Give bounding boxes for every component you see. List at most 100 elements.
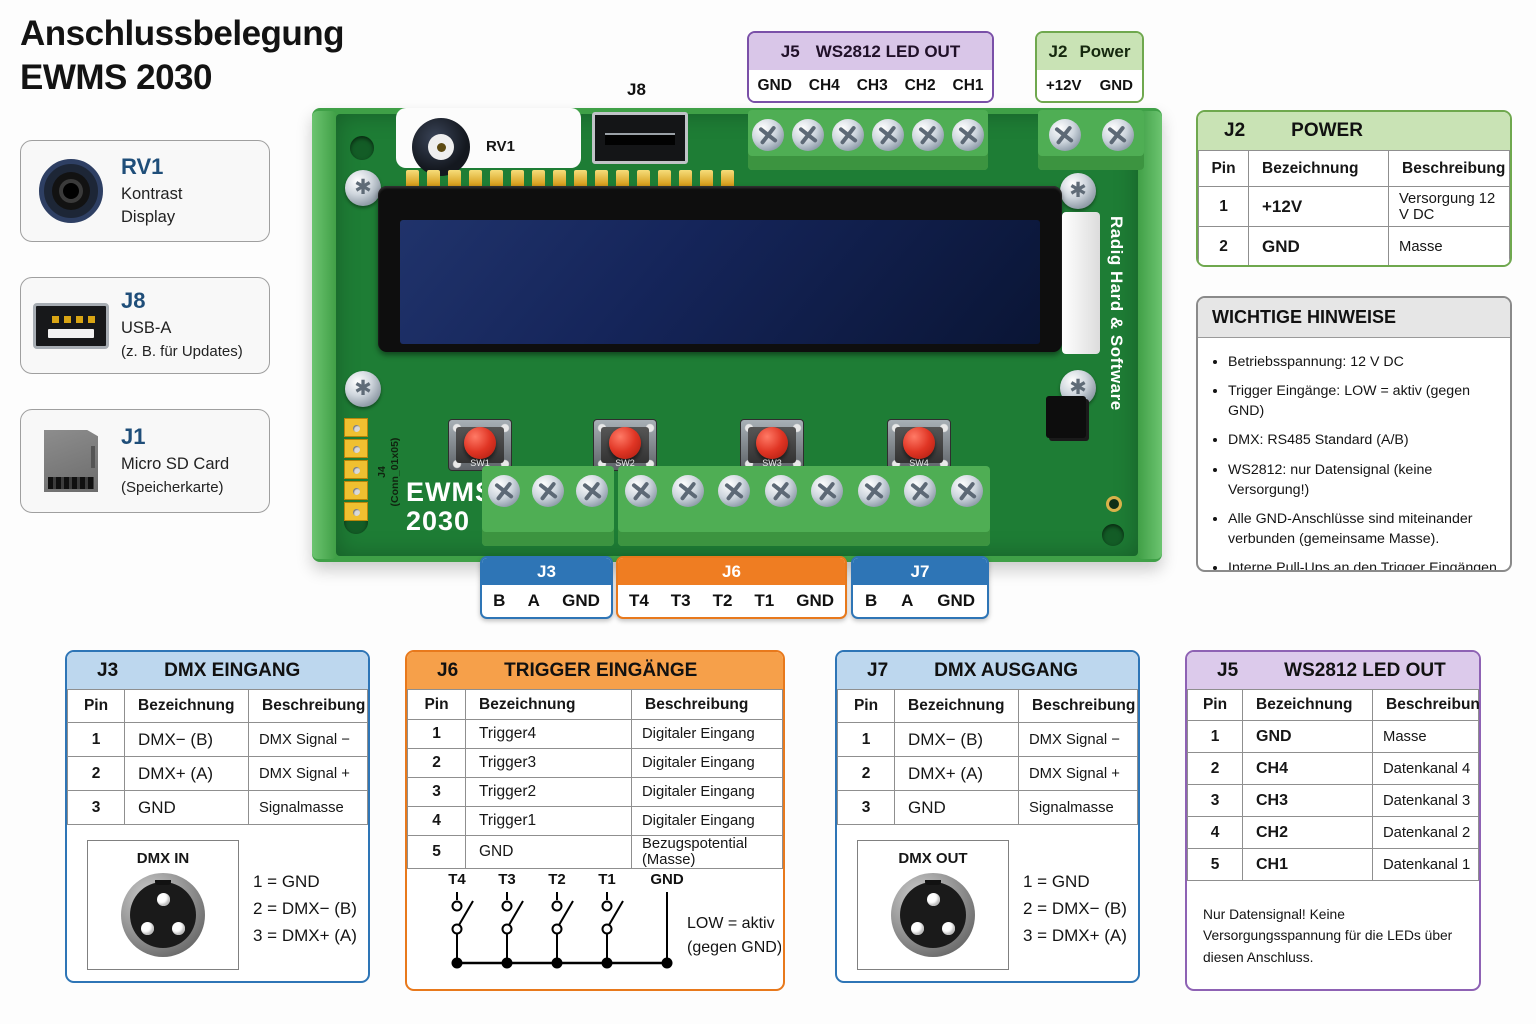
list-item: CH2 xyxy=(904,76,936,94)
push-button-sw1 xyxy=(448,419,512,471)
list-item: T1 xyxy=(754,591,775,610)
callout-j8: J8 USB-A (z. B. für Updates) xyxy=(20,277,270,374)
panel-id: J6 xyxy=(437,659,459,681)
list-item: GND xyxy=(757,76,792,94)
silkscreen-j8: J8 xyxy=(627,80,646,99)
column-header: Beschreibung xyxy=(248,689,368,723)
xlr-label: DMX IN xyxy=(136,850,190,867)
column-header: Pin xyxy=(1187,689,1243,721)
trigger-schematic: T4 T3 T2 T1 GND LOW = aktiv (gegen GND) xyxy=(448,871,781,969)
column-header: Bezeichnung xyxy=(1248,150,1389,187)
callout-rv1: RV1 Kontrast Display xyxy=(20,140,270,242)
callout-line: Micro SD Card xyxy=(121,454,230,473)
panel-id: J3 xyxy=(97,659,119,681)
column-header: Beschreibung xyxy=(631,689,783,720)
silkscreen-sw1: SW1 xyxy=(470,458,490,468)
panel-id: J5 xyxy=(1217,659,1239,681)
terminal-screw xyxy=(625,475,658,507)
list-item: 3 = DMX+ (A) xyxy=(253,926,357,945)
list-item: A xyxy=(901,591,914,610)
callout-line: Display xyxy=(121,207,176,226)
panel-name: TRIGGER EINGÄNGE xyxy=(504,659,698,681)
terminal-block-j2 xyxy=(1038,110,1144,170)
push-button-sw3 xyxy=(740,419,804,471)
ws2812-note: Nur Datensignal! Keine Versorgungsspannu… xyxy=(1203,907,1453,965)
list-item: 3 = DMX+ (A) xyxy=(1023,926,1127,945)
list-item: B xyxy=(864,591,878,610)
xlr-notch xyxy=(155,880,171,885)
silkscreen-sw2: SW2 xyxy=(615,458,635,468)
pcb-label-j7: J7 B A GND xyxy=(851,556,989,619)
terminal-screw xyxy=(811,475,844,507)
terminal-block-j5 xyxy=(748,110,988,170)
hint-list: Betriebsspannung: 12 V DCTrigger Eingäng… xyxy=(1198,338,1510,570)
xlr-label: DMX OUT xyxy=(898,850,968,867)
schematic-label: T1 xyxy=(598,871,616,888)
pcb-board: RV1 ✱ ✱ ✱ ✱ Radig Hard & Software J4 (Co… xyxy=(336,108,1144,556)
callout-id: J1 xyxy=(121,423,146,449)
screw-icon: ✱ xyxy=(345,170,381,206)
screw-icon: ✱ xyxy=(1060,173,1096,209)
terminal-screw xyxy=(1048,119,1081,151)
list-item: 2 = DMX− (B) xyxy=(253,899,357,918)
panel-id: J2 xyxy=(1224,120,1246,141)
column-header: Pin xyxy=(407,689,466,720)
column-header: Bezeichnung xyxy=(465,689,632,720)
contrast-potentiometer xyxy=(412,118,470,176)
din-rail-right xyxy=(1137,111,1162,559)
list-item: GND xyxy=(562,591,600,610)
connector-id: J7 xyxy=(853,558,987,585)
list-item: +12V xyxy=(1046,77,1082,94)
terminal-screw xyxy=(872,119,904,151)
xlr-notch xyxy=(925,880,941,885)
din-rail-left xyxy=(312,111,337,559)
callout-line: Kontrast xyxy=(121,184,183,203)
panel-name: WS2812 LED OUT xyxy=(1284,659,1446,681)
terminal-screw xyxy=(752,119,784,151)
mounting-hole xyxy=(1102,524,1124,546)
xlr-connector-box: DMX OUT xyxy=(857,840,1009,970)
xlr-pin-2 xyxy=(141,922,154,935)
list-item: GND xyxy=(937,591,976,610)
callout-line: USB-A xyxy=(121,319,172,337)
terminal-screw xyxy=(764,475,797,507)
list-item: Interne Pull-Ups an den Trigger Eingänge… xyxy=(1228,558,1502,570)
xlr-pin-3 xyxy=(172,922,185,935)
solder-pad-ring xyxy=(1106,496,1122,512)
terminal-screw xyxy=(488,475,520,507)
list-item: WS2812: nur Datensignal (keine Versorgun… xyxy=(1228,460,1502,500)
connector-id: J2 xyxy=(1048,41,1068,61)
list-item: 2 = DMX− (B) xyxy=(1023,899,1127,918)
callout-line: (Speicherkarte) xyxy=(121,478,224,496)
list-item: CH4 xyxy=(808,76,840,94)
button-cap xyxy=(464,427,496,459)
xlr-pin-2 xyxy=(911,922,924,935)
pcb-photo: RV1 ✱ ✱ ✱ ✱ Radig Hard & Software J4 (Co… xyxy=(312,108,1162,562)
list-item: A xyxy=(527,591,540,610)
terminal-screw xyxy=(1101,119,1134,151)
panel-hinweise: WICHTIGE HINWEISE Betriebsspannung: 12 V… xyxy=(1196,296,1512,572)
page-title-line1: Anschlussbelegung xyxy=(20,14,345,53)
